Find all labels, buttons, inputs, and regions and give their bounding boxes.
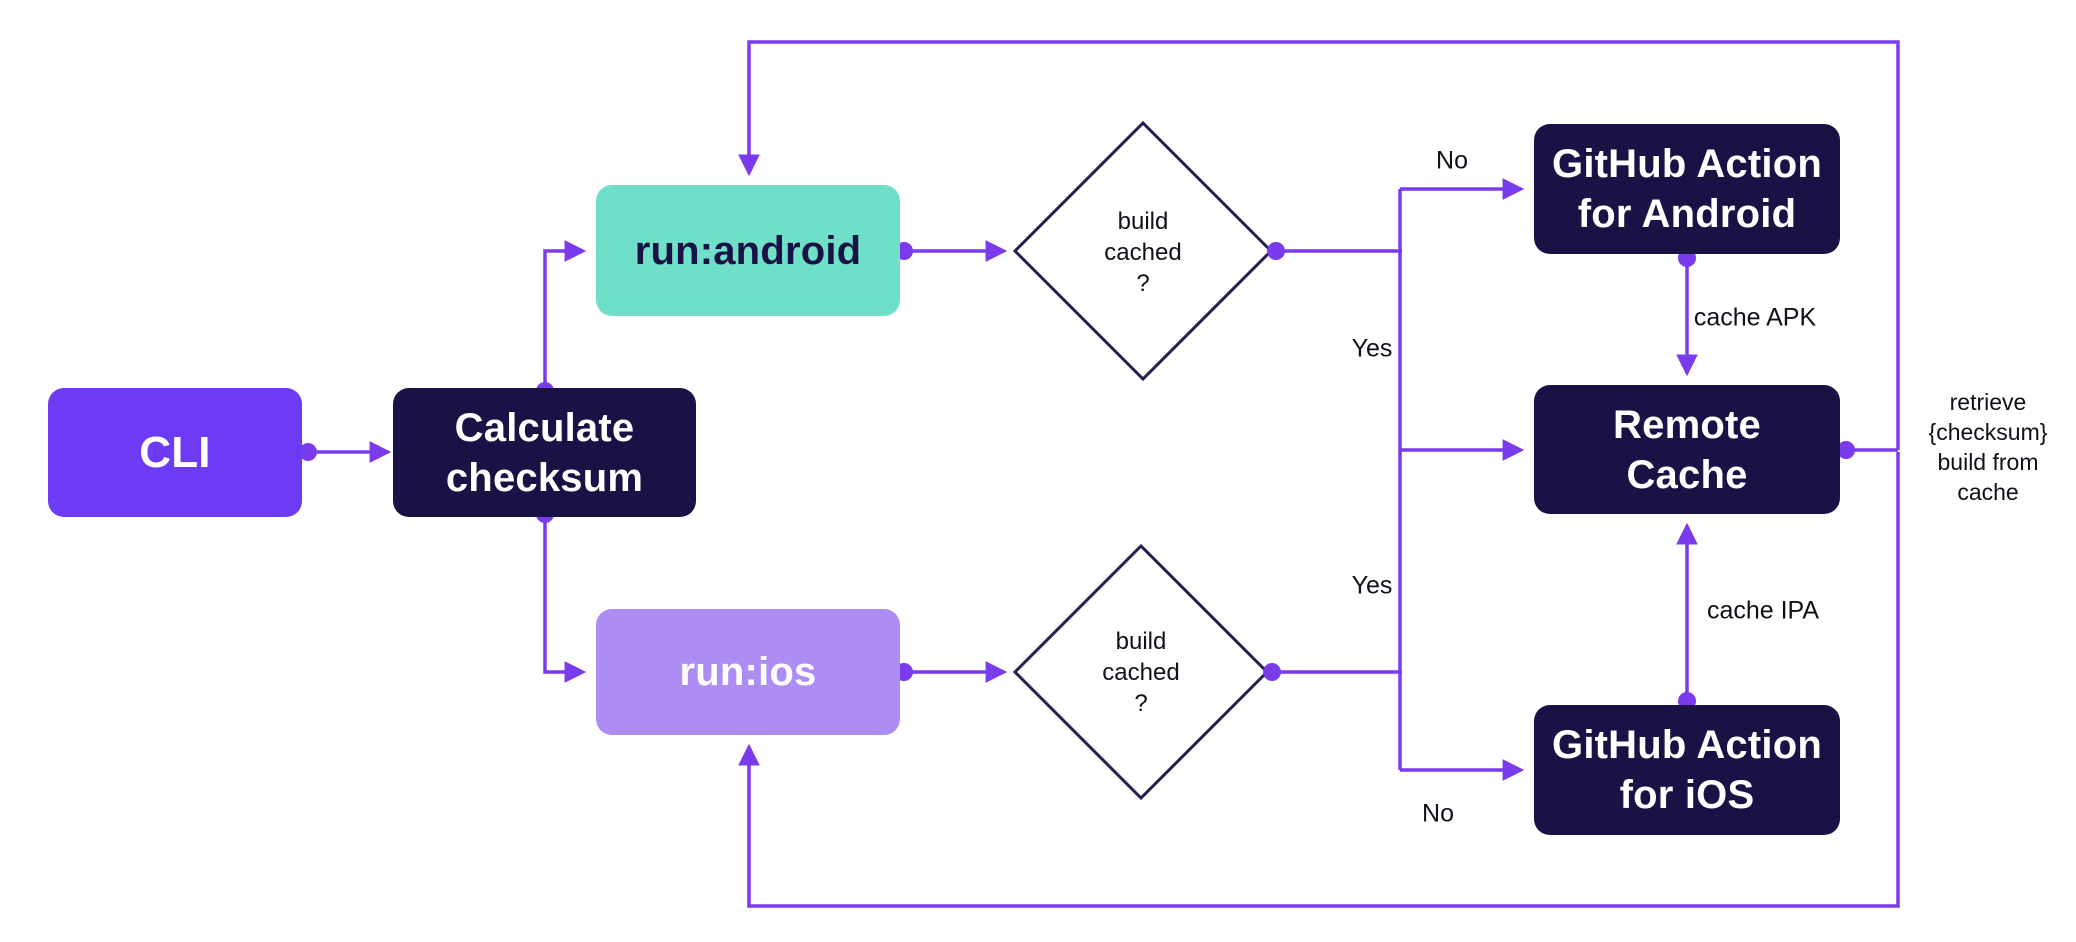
- node-remote-cache: Remote Cache: [1534, 385, 1840, 514]
- connector-dot: [1263, 663, 1281, 681]
- loop-bottom-to-run-ios: [738, 452, 1900, 908]
- edge-label-no-ios: No: [1422, 799, 1454, 828]
- edge-label-yes-ios: Yes: [1351, 571, 1393, 600]
- edge-checksum-to-run-android: [543, 240, 587, 388]
- node-github-action-android: GitHub Action for Android: [1534, 124, 1840, 254]
- decision-label-ios: build cached ?: [1102, 628, 1180, 718]
- connector-dot: [1267, 242, 1285, 260]
- node-github-action-ios: GitHub Action for iOS: [1534, 705, 1840, 835]
- node-run-ios: run:ios: [596, 609, 900, 735]
- node-cli: CLI: [48, 388, 302, 517]
- edge-label-retrieve-from-cache: retrieve {checksum} build from cache: [1928, 389, 2048, 505]
- decision-label-android: build cached ?: [1104, 208, 1182, 298]
- node-calculate-checksum: Calculate checksum: [393, 388, 696, 517]
- edge-label-cache-apk: cache APK: [1693, 303, 1817, 332]
- node-run-android: run:android: [596, 185, 900, 316]
- edge-label-yes-android: Yes: [1351, 334, 1393, 363]
- edge-checksum-to-run-ios: [543, 517, 587, 683]
- edge-label-cache-ipa: cache IPA: [1706, 596, 1820, 625]
- connector-dot: [299, 443, 317, 461]
- connector-dot: [1837, 441, 1855, 459]
- loop-top-to-run-android: [738, 40, 1900, 450]
- edge-label-no-android: No: [1436, 146, 1468, 175]
